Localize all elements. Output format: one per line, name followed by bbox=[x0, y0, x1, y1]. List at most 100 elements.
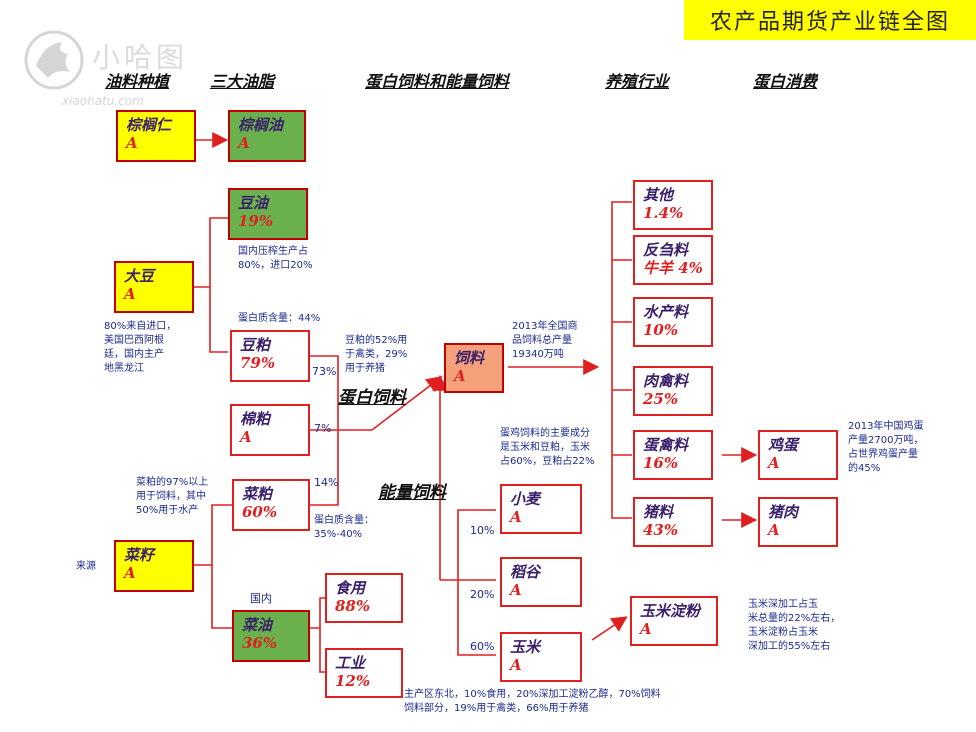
node-value: 43% bbox=[643, 521, 679, 539]
note-source: 来源 bbox=[76, 561, 96, 572]
node-name: 玉米淀粉 bbox=[640, 602, 701, 620]
header-protein-consumption: 蛋白消费 bbox=[753, 72, 818, 91]
pct-rice: 20% bbox=[470, 588, 495, 601]
node-ruminant: 反刍料 牛羊 4% bbox=[633, 235, 713, 285]
node-name: 菜籽 bbox=[124, 546, 155, 564]
node-value: A bbox=[768, 454, 780, 472]
note-feed-total: 2013年全国商 品饲料总产量 19340万吨 bbox=[512, 321, 578, 360]
node-soy-meal: 豆粕 79% bbox=[230, 330, 310, 382]
node-name: 棉粕 bbox=[240, 410, 271, 428]
node-name: 水产料 bbox=[643, 303, 689, 321]
node-name: 大豆 bbox=[124, 267, 155, 285]
note-soy-oil: 国内压榨生产占 80%，进口20% bbox=[238, 246, 313, 271]
node-value: A bbox=[124, 564, 136, 582]
node-cotton-meal: 棉粕 A bbox=[230, 404, 310, 456]
node-name: 稻谷 bbox=[510, 563, 541, 581]
header-oil-crops: 油料种植 bbox=[105, 72, 170, 91]
node-value: A bbox=[240, 428, 252, 446]
node-name: 猪肉 bbox=[768, 503, 799, 521]
node-corn-starch: 玉米淀粉 A bbox=[630, 596, 718, 646]
node-name: 反刍料 bbox=[643, 241, 689, 259]
watermark-text: 小哈图 bbox=[92, 41, 189, 74]
node-name: 蛋禽料 bbox=[643, 436, 689, 454]
label-protein-feed: 蛋白饲料 bbox=[338, 388, 406, 408]
node-value: A bbox=[510, 508, 522, 526]
node-feed: 饲料 A bbox=[444, 343, 504, 393]
note-corn-starch: 玉米深加工占玉 米总量的22%左右， 玉米淀粉占玉米 深加工的55%左右 bbox=[748, 599, 841, 652]
node-name: 菜粕 bbox=[242, 485, 273, 503]
node-value: A bbox=[768, 521, 780, 539]
node-value: 10% bbox=[643, 321, 679, 339]
node-value: A bbox=[510, 656, 522, 674]
node-palm-oil: 棕榈油 A bbox=[228, 110, 306, 162]
note-rapemeal-protein: 蛋白质含量： 35%-40% bbox=[314, 515, 374, 540]
node-name: 食用 bbox=[335, 579, 366, 597]
node-other: 其他 1.4% bbox=[633, 180, 713, 230]
node-value: 16% bbox=[643, 454, 679, 472]
node-value: 79% bbox=[240, 354, 276, 372]
node-rapeseed-oil: 菜油 36% bbox=[232, 610, 310, 662]
node-value: 88% bbox=[335, 597, 371, 615]
node-name: 菜油 bbox=[242, 616, 273, 634]
node-palm-kernel: 棕榈仁 A bbox=[116, 110, 196, 162]
node-name: 豆粕 bbox=[240, 336, 271, 354]
node-egg-poultry: 蛋禽料 16% bbox=[633, 430, 713, 480]
node-name: 棕榈仁 bbox=[126, 116, 172, 134]
watermark-sub: xiaohatu.com bbox=[62, 94, 144, 108]
note-rapemeal-use: 菜粕的97%以上 用于饲料，其中 50%用于水产 bbox=[136, 477, 209, 516]
node-soybean: 大豆 A bbox=[114, 261, 194, 313]
node-value: 25% bbox=[643, 390, 679, 408]
node-value: A bbox=[640, 620, 652, 638]
header-breeding: 养殖行业 bbox=[605, 72, 670, 91]
node-pork: 猪肉 A bbox=[758, 497, 838, 547]
node-name: 饲料 bbox=[454, 349, 485, 367]
node-value: 19% bbox=[238, 212, 274, 230]
node-wheat: 小麦 A bbox=[500, 484, 582, 534]
node-value: 36% bbox=[242, 634, 278, 652]
node-aqua: 水产料 10% bbox=[633, 297, 713, 347]
node-value: A bbox=[238, 134, 250, 152]
node-value: 12% bbox=[335, 672, 371, 690]
node-name: 玉米 bbox=[510, 638, 541, 656]
node-name: 工业 bbox=[335, 654, 366, 672]
node-name: 肉禽料 bbox=[643, 372, 689, 390]
header-feeds: 蛋白饲料和能量饲料 bbox=[365, 72, 510, 91]
note-soymeal-use: 豆粕的52%用 于禽类，29% 用于养猪 bbox=[345, 335, 408, 374]
pct-wheat: 10% bbox=[470, 524, 495, 537]
node-industrial: 工业 12% bbox=[325, 648, 403, 698]
pct-rapemeal: 14% bbox=[314, 476, 339, 489]
header-three-oils: 三大油脂 bbox=[210, 72, 275, 91]
label-energy-feed: 能量饲料 bbox=[378, 483, 446, 503]
pct-soymeal: 73% bbox=[312, 365, 337, 378]
watermark-logo: 小哈图 xiaohatu.com bbox=[22, 28, 212, 108]
node-value: A bbox=[510, 581, 522, 599]
node-soy-oil: 豆油 19% bbox=[228, 188, 308, 240]
node-value: 牛羊 4% bbox=[643, 259, 703, 277]
note-egg-production: 2013年中国鸡蛋 产量2700万吨， 占世界鸡蛋产量 的45% bbox=[848, 421, 924, 474]
node-name: 鸡蛋 bbox=[768, 436, 799, 454]
node-rice: 稻谷 A bbox=[500, 557, 582, 607]
node-name: 其他 bbox=[643, 186, 674, 204]
note-domestic: 国内 bbox=[250, 592, 272, 605]
note-soybean-import: 80%来自进口， 美国巴西阿根 廷，国内主产 地黑龙江 bbox=[104, 321, 177, 374]
node-name: 小麦 bbox=[510, 490, 541, 508]
node-value: A bbox=[124, 285, 136, 303]
node-name: 棕榈油 bbox=[238, 116, 284, 134]
node-rapeseed: 菜籽 A bbox=[114, 540, 194, 592]
node-name: 猪料 bbox=[643, 503, 674, 521]
note-protein-content: 蛋白质含量：44% bbox=[238, 313, 321, 324]
page-title: 农产品期货产业链全图 bbox=[684, 0, 976, 40]
node-value: A bbox=[454, 367, 466, 385]
node-corn: 玉米 A bbox=[500, 632, 582, 682]
node-edible: 食用 88% bbox=[325, 573, 403, 623]
node-rapeseed-meal: 菜粕 60% bbox=[232, 479, 310, 531]
note-egg-feed: 蛋鸡饲料的主要成分 是玉米和豆粕，玉米 占60%，豆粕占22% bbox=[500, 428, 595, 467]
wolf-logo-icon bbox=[24, 30, 84, 90]
note-corn: 主产区东北，10%食用，20%深加工淀粉乙醇，70%饲料 饲料部分，19%用于禽… bbox=[404, 689, 661, 714]
node-name: 豆油 bbox=[238, 194, 269, 212]
node-value: 1.4% bbox=[643, 204, 684, 222]
node-meat-poultry: 肉禽料 25% bbox=[633, 366, 713, 416]
node-value: A bbox=[126, 134, 138, 152]
node-pig-feed: 猪料 43% bbox=[633, 497, 713, 547]
